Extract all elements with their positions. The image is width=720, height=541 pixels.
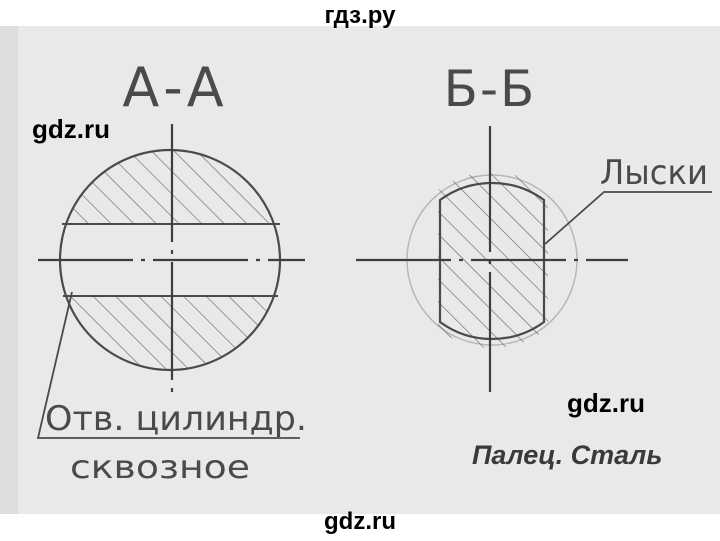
watermark-bottom: gdz.ru xyxy=(324,508,396,535)
paper-background xyxy=(0,26,720,514)
watermark-top: гдз.ру xyxy=(324,2,396,29)
section-bb-leader xyxy=(544,191,712,245)
section-aa-note-line2: сквозное xyxy=(70,448,250,486)
section-bb-outline xyxy=(438,181,546,341)
section-bb: Б-Б Лыски xyxy=(356,60,712,392)
paper-shadow-left xyxy=(0,26,18,514)
section-bb-title: Б-Б xyxy=(444,60,537,118)
section-aa-leader xyxy=(36,291,300,439)
section-bb-label: Лыски xyxy=(600,153,708,193)
section-aa-note-line1: Отв. цилиндр. xyxy=(45,399,307,439)
section-aa-title: А-А xyxy=(122,56,227,119)
part-caption: Палец. Сталь xyxy=(472,440,663,470)
watermark-left: gdz.ru xyxy=(32,114,110,144)
watermark-right: gdz.ru xyxy=(567,388,645,418)
